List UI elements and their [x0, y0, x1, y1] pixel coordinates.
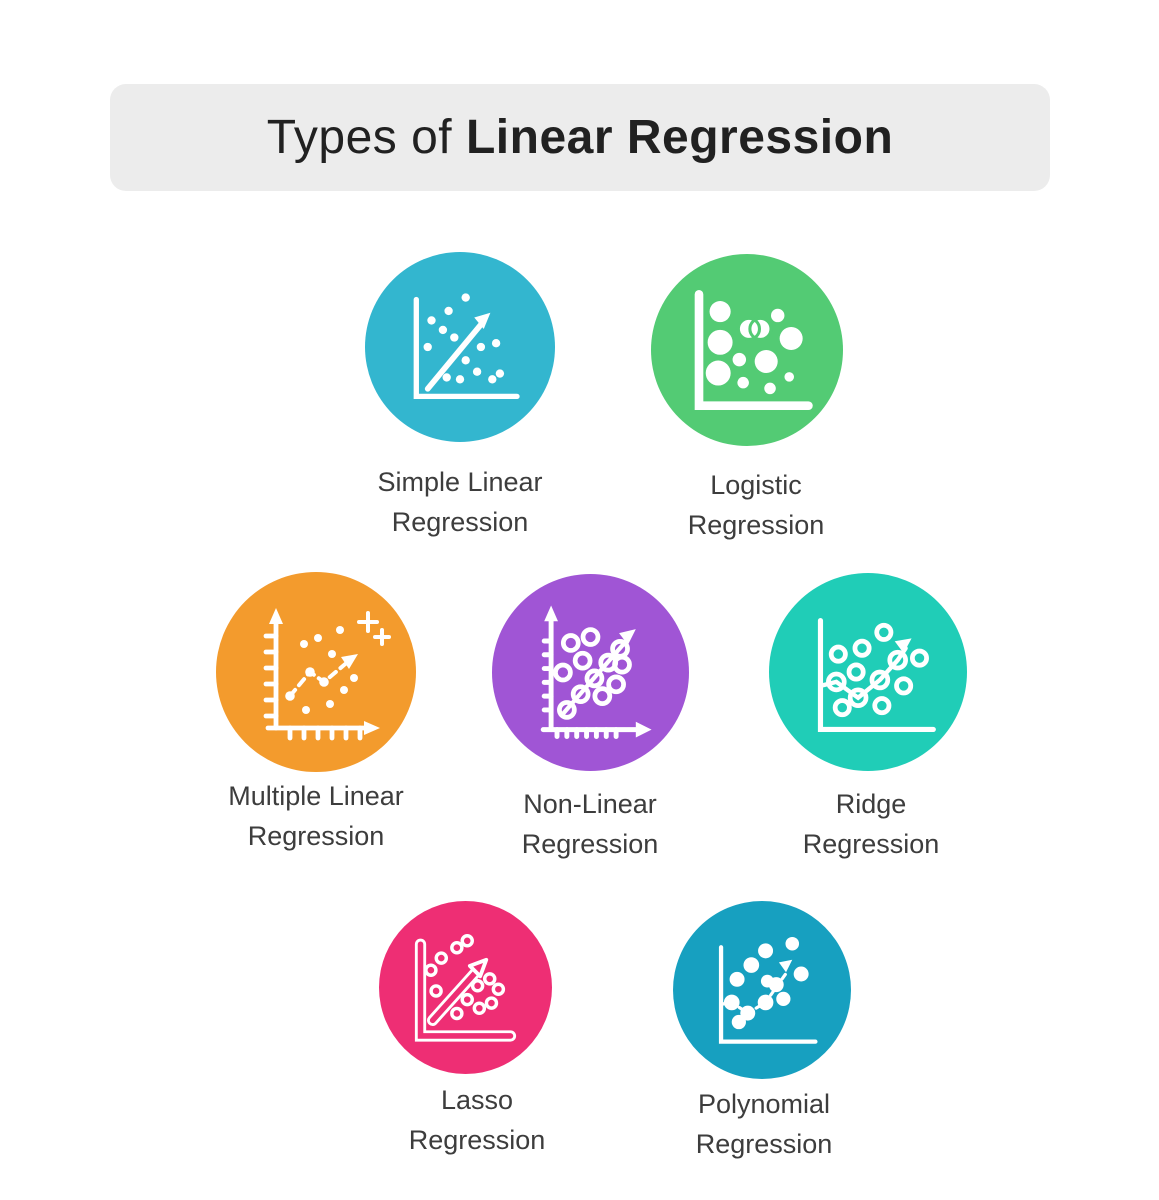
hollow-stroke-overlay — [417, 941, 514, 1039]
page-title: Types of Linear Regression — [267, 110, 894, 165]
sparkle-icon — [357, 611, 391, 646]
label-non-linear: Non-Linear Regression — [521, 789, 659, 859]
label-simple-linear: Simple Linear Regression — [377, 467, 543, 537]
non-linear-regression-icon — [492, 574, 689, 771]
title-banner: Types of Linear Regression — [110, 84, 1050, 191]
simple-linear-regression-icon — [365, 252, 555, 442]
label-polynomial: Polynomial Regression — [695, 1089, 833, 1159]
multiple-linear-regression-icon — [216, 572, 416, 772]
page-title-light: Types of — [266, 111, 466, 164]
label-ridge: Ridge Regression — [802, 789, 940, 859]
polynomial-regression-icon — [673, 901, 851, 1079]
label-multiple-linear: Multiple Linear Regression — [228, 781, 404, 851]
lasso-regression-icon — [379, 901, 552, 1074]
page-title-bold: Linear Regression — [465, 111, 894, 164]
ridge-regression-icon — [769, 573, 967, 771]
label-logistic: Logistic Regression — [687, 470, 825, 540]
label-lasso: Lasso Regression — [408, 1085, 546, 1155]
venn-overlap-outline — [736, 316, 773, 341]
logistic-regression-icon — [651, 254, 843, 446]
